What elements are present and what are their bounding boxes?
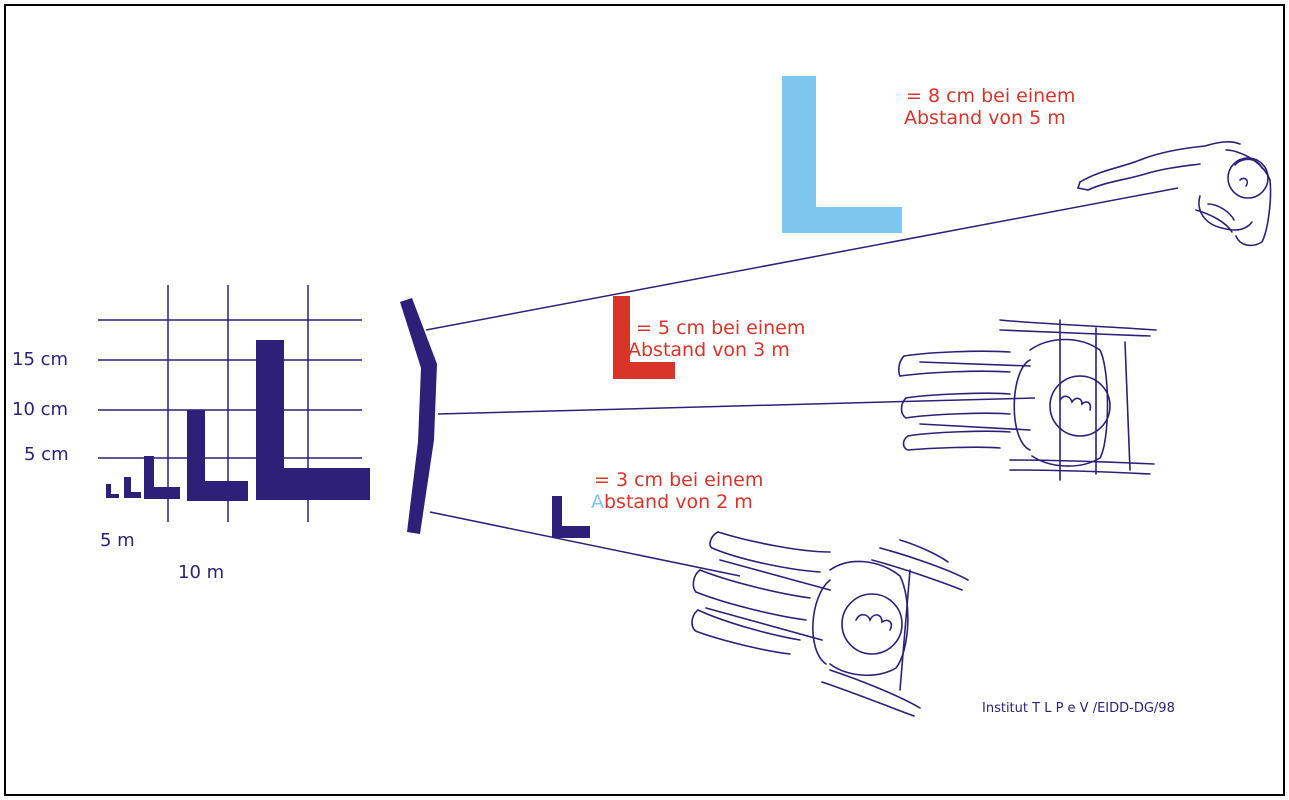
credit-text: Institut T L P e V /EIDD-DG/98	[982, 701, 1175, 716]
sign-panel	[400, 298, 437, 534]
label-8cm: = 8 cm bei einem Abstand von 5 m	[904, 85, 1075, 129]
letter-l-shape	[106, 484, 119, 498]
example-line: = 3 cm bei einem	[594, 469, 763, 491]
sight-line	[425, 187, 1179, 331]
scale-letters	[106, 340, 370, 501]
wheelchair-user-icon	[898, 319, 1157, 481]
letter-l-shape	[144, 456, 180, 499]
letter-l-8cm	[782, 76, 902, 233]
x-axis-labels: 5 m 10 m	[100, 530, 224, 583]
example-line: = 5 cm bei einem	[636, 317, 805, 339]
y-axis-labels: 15 cm 10 cm 5 cm	[12, 349, 69, 465]
letter-l-shape	[124, 477, 141, 498]
x-label: 10 m	[178, 562, 224, 583]
example-line: = 8 cm bei einem	[906, 85, 1075, 107]
y-label: 15 cm	[12, 349, 68, 370]
standing-person-icon	[1076, 141, 1272, 247]
wheelchair-user-icon	[691, 531, 969, 717]
sight-lines	[425, 187, 1179, 577]
x-label: 5 m	[100, 530, 135, 551]
sight-line	[437, 397, 1036, 415]
letter-l-shape	[256, 340, 370, 500]
example-line: Abstand von 2 m	[591, 491, 753, 513]
label-5cm: = 5 cm bei einem Abstand von 3 m	[628, 317, 805, 361]
sight-line	[429, 511, 741, 577]
y-label: 5 cm	[24, 444, 69, 465]
y-label: 10 cm	[12, 399, 68, 420]
label-3cm: = 3 cm bei einem Abstand von 2 m	[591, 469, 763, 513]
example-line: Abstand von 3 m	[628, 339, 790, 361]
letter-l-3cm	[552, 496, 590, 538]
letter-l-shape	[187, 410, 248, 501]
example-line: Abstand von 5 m	[904, 107, 1066, 129]
letter-l-5cm	[613, 296, 675, 379]
